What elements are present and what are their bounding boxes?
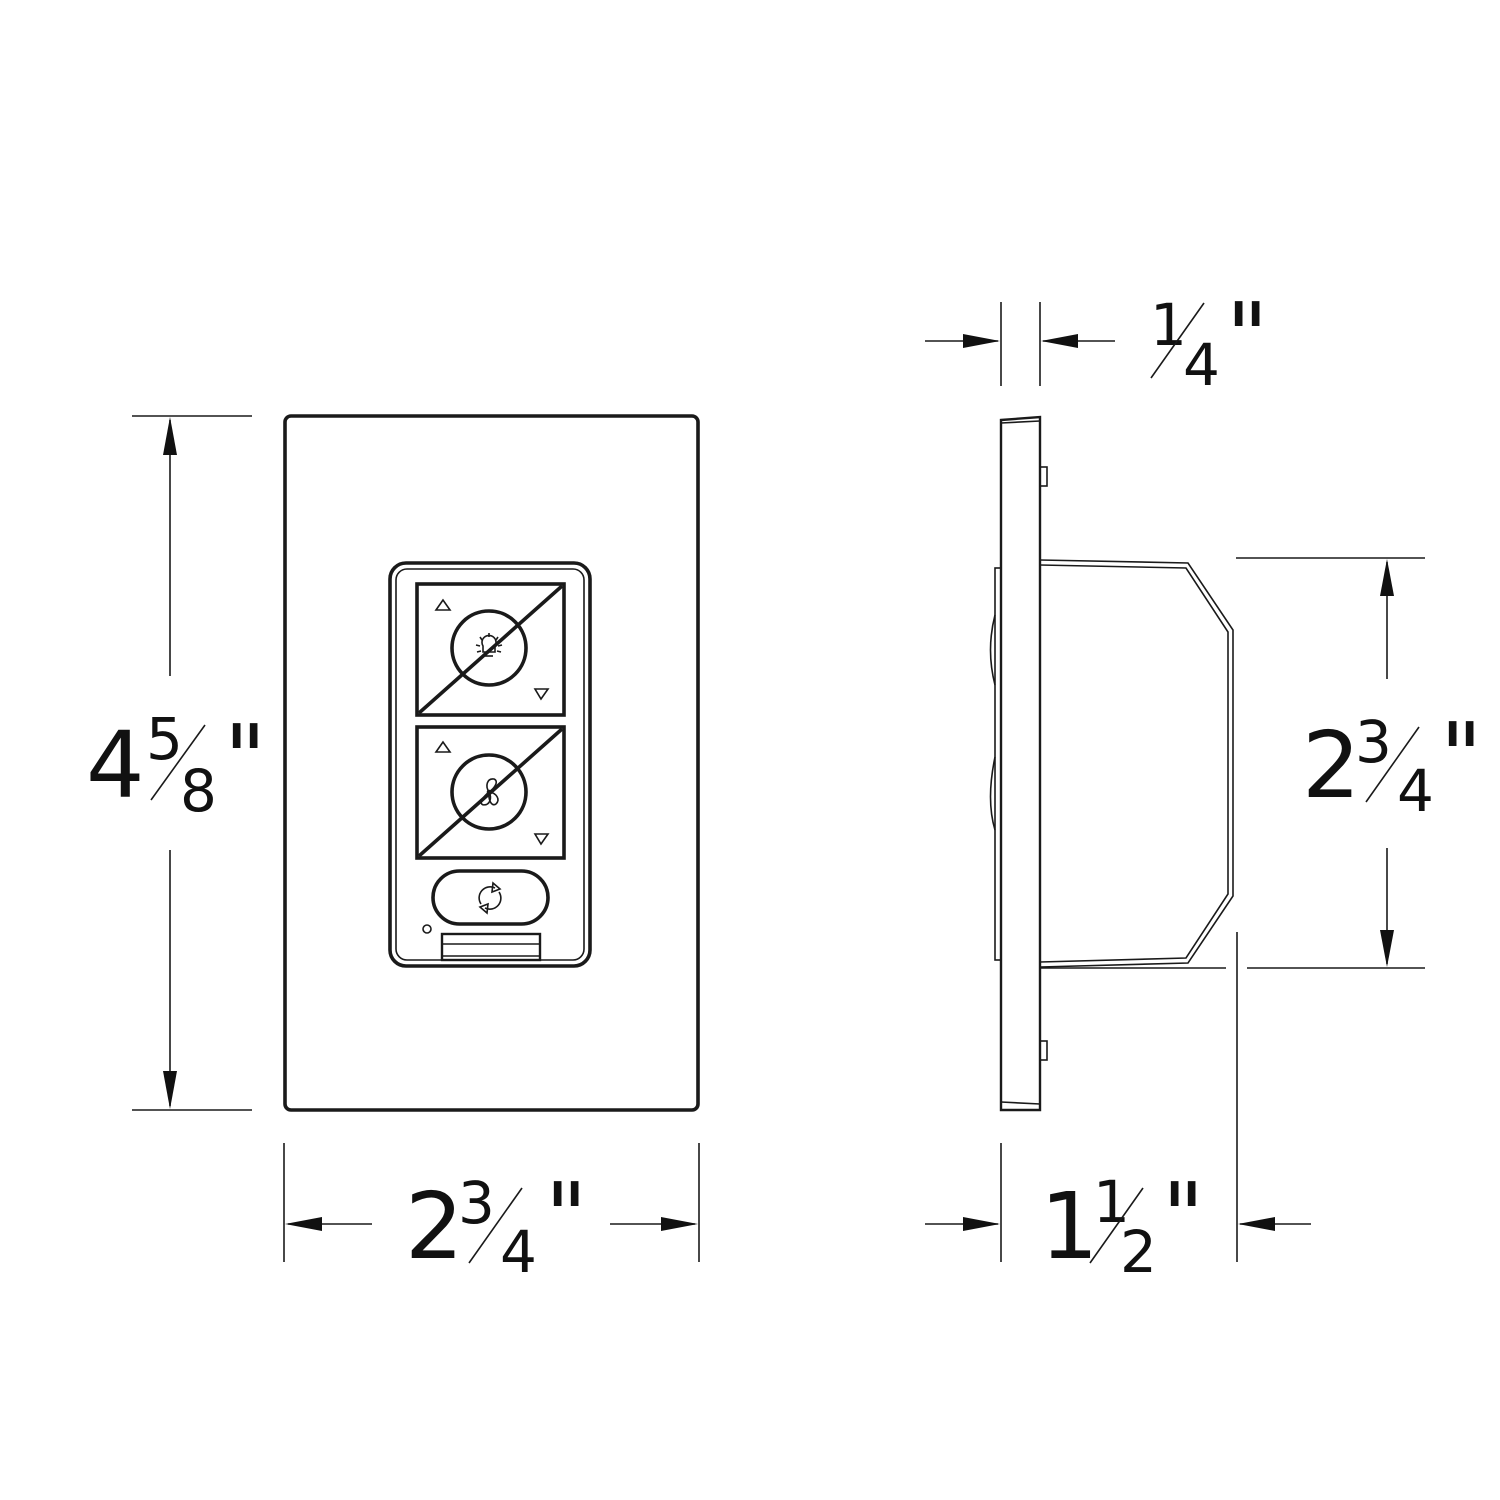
- down-arrow-icon: [533, 833, 550, 846]
- depth-unit: ": [1162, 1163, 1204, 1270]
- faceplate: [283, 414, 700, 1112]
- up-arrow-icon: [434, 740, 452, 753]
- box-height-numerator: 3: [1355, 708, 1392, 776]
- height-denominator: 8: [180, 757, 217, 825]
- width-whole: 2: [405, 1173, 464, 1280]
- width-dimension: 2 3 4 ": [283, 1143, 700, 1286]
- box-height-denominator: 4: [1397, 757, 1434, 825]
- thickness-denominator: 4: [1183, 331, 1220, 399]
- down-arrow-icon: [533, 688, 550, 701]
- box-height-unit: ": [1440, 703, 1482, 810]
- box-height-dimension: 2 3 4 ": [1040, 557, 1482, 969]
- fan-icon: [480, 778, 499, 806]
- led-indicator: [422, 924, 432, 934]
- light-paddle[interactable]: [415, 582, 566, 717]
- thickness-unit: ": [1226, 283, 1268, 390]
- reverse-button[interactable]: [431, 869, 550, 926]
- height-dimension: 4 5 8 ": [86, 415, 266, 1111]
- height-numerator: 5: [146, 705, 183, 773]
- depth-denominator: 2: [1120, 1218, 1157, 1286]
- depth-dimension: 1 1 2 ": [925, 932, 1311, 1286]
- fan-paddle[interactable]: [415, 725, 566, 860]
- width-denominator: 4: [500, 1218, 537, 1286]
- light-bulb-icon: [475, 633, 503, 657]
- side-paddle-profile: [989, 567, 1002, 961]
- plate-thickness-dimension: 1 4 ": [925, 283, 1268, 399]
- up-arrow-icon: [434, 598, 452, 611]
- reverse-cycle-icon: [478, 881, 502, 915]
- side-plate: [999, 415, 1048, 1112]
- front-view: 4 5 8 " 2 3 4 ": [86, 414, 700, 1286]
- height-unit: ": [224, 705, 266, 812]
- side-view: 1 4 " 2 3 4 " 1: [925, 283, 1482, 1286]
- thickness-numerator: 1: [1150, 291, 1187, 359]
- width-unit: ": [545, 1163, 587, 1270]
- box-height-whole: 2: [1302, 712, 1361, 819]
- height-whole: 4: [86, 712, 145, 819]
- depth-whole: 1: [1040, 1173, 1099, 1280]
- depth-numerator: 1: [1093, 1168, 1130, 1236]
- back-box: [1039, 559, 1234, 968]
- control-module: [388, 561, 592, 968]
- width-numerator: 3: [458, 1169, 495, 1237]
- bottom-tab: [440, 932, 542, 962]
